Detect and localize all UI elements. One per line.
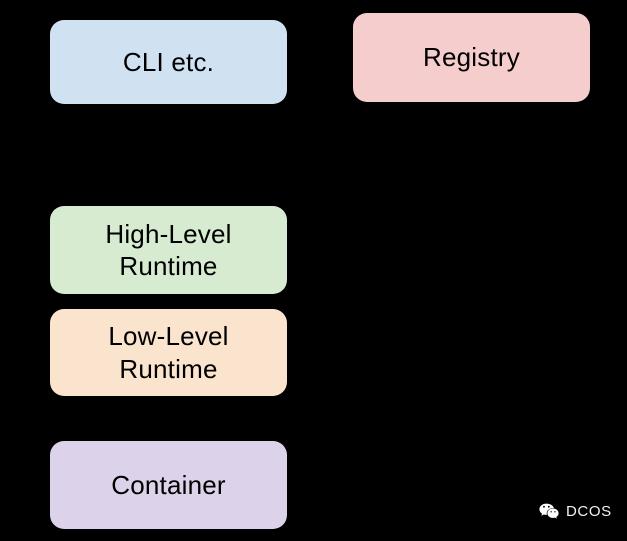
watermark-label: DCOS <box>566 503 612 520</box>
watermark: DCOS <box>539 503 612 520</box>
diagram-node-high-level-runtime-label: High-Level Runtime <box>105 218 232 282</box>
wechat-icon <box>539 503 559 520</box>
diagram-node-low-level-runtime-label: Low-Level Runtime <box>108 321 229 384</box>
diagram-node-registry[interactable]: Registry <box>353 13 590 102</box>
diagram-node-low-level-runtime[interactable]: Low-Level Runtime <box>50 309 287 396</box>
diagram-node-container-label: Container <box>111 469 226 500</box>
diagram-node-cli-label: CLI etc. <box>122 46 215 77</box>
diagram-node-cli[interactable]: CLI etc. <box>50 20 287 104</box>
diagram-node-container[interactable]: Container <box>50 441 287 529</box>
diagram-node-registry-label: Registry <box>423 42 520 73</box>
diagram-node-high-level-runtime[interactable]: High-Level Runtime <box>50 206 287 294</box>
